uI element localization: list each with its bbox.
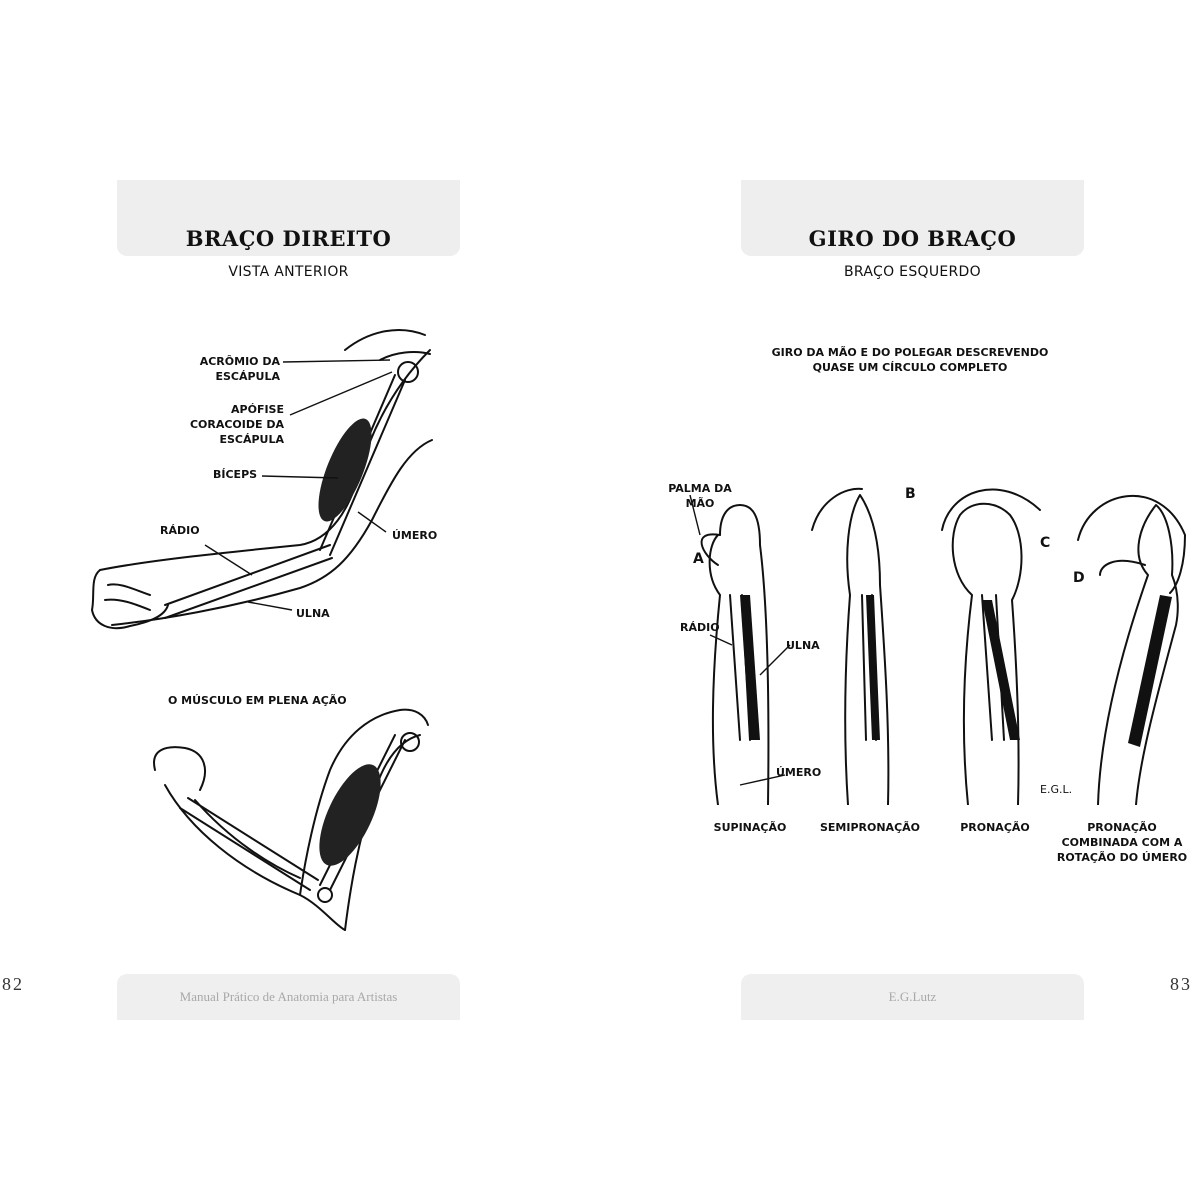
supination-arm (708, 504, 770, 805)
label-apofise: APÓFISE CORACOIDE DA ESCÁPULA (189, 403, 284, 446)
label-palma: PALMA DA MÃO (668, 482, 732, 510)
label-umero: ÚMERO (392, 529, 438, 542)
caption-pronation-humerus: PRONAÇÃO COMBINADA COM A ROTAÇÃO DO ÚMER… (1056, 821, 1188, 864)
footer-book-title: Manual Prático de Anatomia para Artistas (117, 974, 460, 1020)
pronation-arm (951, 502, 1023, 805)
label-radio: RÁDIO (160, 524, 200, 537)
label-radio: RÁDIO (680, 621, 720, 634)
rotation-description: GIRO DA MÃO E DO POLEGAR DESCREVENDO QUA… (771, 346, 1049, 374)
letter-a: A (693, 551, 704, 567)
label-ulna: ULNA (296, 607, 330, 620)
caption-pronation: PRONAÇÃO (960, 821, 1030, 834)
page-title: BRAÇO DIREITO (185, 226, 392, 251)
footer-author: E.G.Lutz (741, 974, 1084, 1020)
caption-semipronation: SEMIPRONAÇÃO (819, 821, 920, 834)
page-subtitle: VISTA ANTERIOR (228, 264, 349, 280)
label-umero: ÚMERO (776, 766, 822, 779)
title-band: BRAÇO DIREITO (117, 180, 460, 256)
left-page: BRAÇO DIREITO VISTA ANTERIOR (2, 180, 460, 1020)
label-acromio: ACRÔMIO DA ESCÁPULA (199, 355, 280, 383)
page-title: GIRO DO BRAÇO (808, 226, 1017, 251)
letter-b: B (905, 486, 916, 502)
contracted-biceps (319, 764, 381, 866)
label-biceps: BÍCEPS (213, 468, 258, 481)
letter-c: C (1040, 535, 1051, 551)
biceps-muscle (318, 418, 372, 522)
page-number: 83 (1170, 974, 1192, 994)
letter-d: D (1073, 570, 1085, 586)
artist-signature: E.G.L. (1040, 783, 1073, 796)
semipronation-arm (844, 494, 890, 805)
pronation-humerus-arm (1097, 504, 1179, 805)
right-page: GIRO DO BRAÇO BRAÇO ESQUERDO GIRO DA MÃO… (600, 0, 1200, 1200)
page-subtitle: BRAÇO ESQUERDO (844, 264, 981, 280)
flexed-arm-illustration (153, 708, 429, 931)
title-band: GIRO DO BRAÇO (741, 180, 1084, 256)
label-ulna: ULNA (786, 639, 820, 652)
extended-arm-illustration (91, 329, 433, 630)
page-number: 82 (2, 974, 24, 994)
caption-supination: SUPINAÇÃO (713, 821, 787, 834)
forearm-rotation-illustration (689, 487, 1186, 805)
caption-muscle-action: O MÚSCULO EM PLENA AÇÃO (168, 694, 347, 707)
